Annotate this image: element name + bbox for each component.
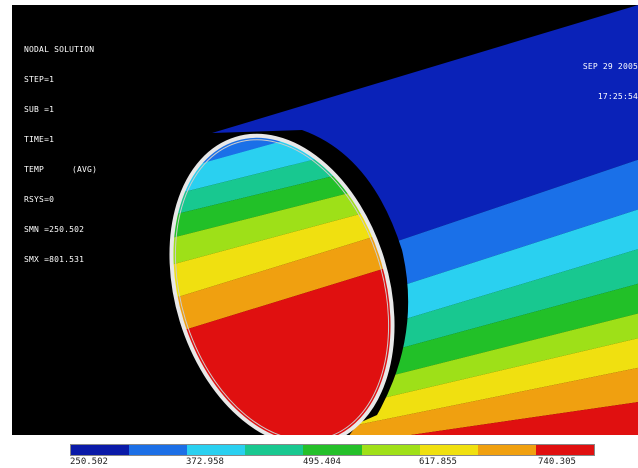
date-text: SEP 29 2005: [582, 62, 638, 71]
timestamp: SEP 29 2005 17:25:54: [583, 42, 638, 122]
info-row: TEMP(AVG): [24, 165, 98, 174]
pipe-rim: [169, 133, 395, 435]
legend-swatch: [419, 445, 478, 455]
info-row: RSYS=0: [24, 195, 55, 204]
legend-swatch: [303, 445, 362, 455]
time-text: 17:25:54: [597, 92, 638, 101]
legend-label: 495.404: [303, 457, 341, 467]
legend-swatch: [187, 445, 246, 455]
info-row: TIME=1: [24, 135, 55, 144]
legend-swatch: [535, 445, 594, 455]
solution-title: NODAL SOLUTION: [24, 45, 95, 54]
legend-labels: 250.502 372.958 495.404 617.855 740.305: [70, 457, 595, 468]
legend-swatch: [71, 445, 130, 455]
legend-swatch: [477, 445, 536, 455]
legend-label: 250.502: [70, 457, 108, 467]
legend-swatch: [361, 445, 420, 455]
legend-swatch: [245, 445, 304, 455]
contour-legend: 250.502 372.958 495.404 617.855 740.305: [70, 444, 595, 468]
solution-info-panel: NODAL SOLUTION STEP=1 SUB =1 TIME=1 TEMP…: [24, 25, 97, 285]
legend-label: 740.305: [538, 457, 576, 467]
legend-color-bar: [70, 444, 595, 456]
graphics-viewport[interactable]: NODAL SOLUTION STEP=1 SUB =1 TIME=1 TEMP…: [12, 5, 638, 435]
info-row: SMN =250.502: [24, 225, 85, 234]
info-row: SMX =801.531: [24, 255, 85, 264]
info-row: STEP=1: [24, 75, 55, 84]
legend-swatch: [129, 445, 188, 455]
legend-label: 617.855: [419, 457, 457, 467]
pipe-contour-plot[interactable]: [12, 5, 638, 435]
legend-label: 372.958: [186, 457, 224, 467]
info-row: SUB =1: [24, 105, 55, 114]
